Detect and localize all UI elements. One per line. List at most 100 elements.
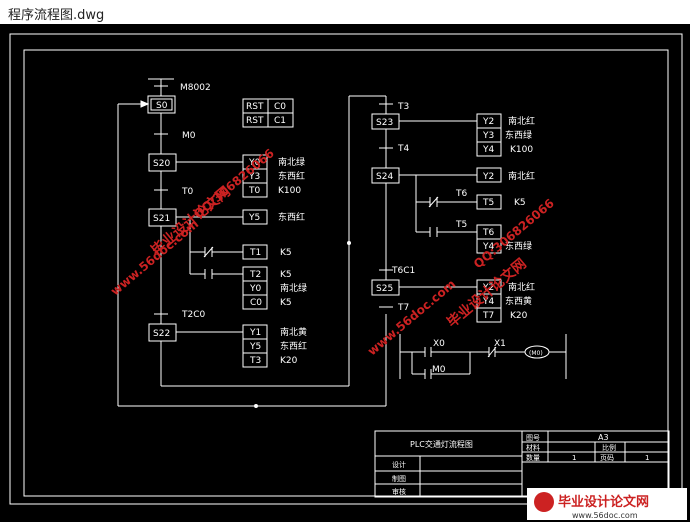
y4b-box bbox=[476, 238, 502, 254]
s22-out-3-label: T3 bbox=[249, 356, 261, 366]
s20-out-3-desc: K100 bbox=[278, 186, 301, 196]
s23-out-1-desc: 南北红 bbox=[508, 115, 535, 127]
m8002-label: M8002 bbox=[180, 83, 211, 93]
t1-box bbox=[242, 244, 268, 260]
y4b-desc: 东西绿 bbox=[505, 240, 532, 252]
s22-out-1-label: Y1 bbox=[249, 328, 261, 338]
s23-out-1-label: Y2 bbox=[482, 117, 494, 127]
s23-out-3-label: Y4 bbox=[482, 145, 494, 155]
s23-out-2-desc: 东西绿 bbox=[505, 129, 532, 141]
rst-label-1: RST bbox=[246, 102, 264, 112]
s25-label: S25 bbox=[376, 284, 393, 294]
bus-dot bbox=[347, 241, 351, 245]
s20-out-3-label: T0 bbox=[248, 186, 260, 196]
footer-logo-mark bbox=[534, 492, 554, 512]
t2c0-label: T2C0 bbox=[181, 310, 206, 320]
s20-label: S20 bbox=[153, 159, 170, 169]
m0-contact-label: M0 bbox=[432, 365, 446, 375]
m0-coil-label: (M0) bbox=[529, 350, 543, 357]
s21-out-label: Y5 bbox=[248, 213, 260, 223]
s21-out-box bbox=[242, 209, 268, 225]
s25-out-1-desc: 南北红 bbox=[508, 281, 535, 293]
inner-frame bbox=[23, 49, 669, 497]
window-titlebar: 程序流程图.dwg bbox=[0, 0, 690, 25]
s24-label: S24 bbox=[376, 172, 393, 182]
t7-label: T7 bbox=[397, 303, 409, 313]
s0-label: S0 bbox=[156, 101, 168, 111]
t5a-box bbox=[476, 194, 502, 210]
s24-out-box bbox=[476, 167, 502, 183]
tb-drawing-name: PLC交通灯流程图 bbox=[410, 439, 473, 449]
s20-out-3 bbox=[242, 182, 268, 198]
outer-frame bbox=[9, 33, 683, 505]
t5-contact-label: T5 bbox=[455, 220, 467, 230]
y0b-desc: 南北绿 bbox=[280, 282, 307, 294]
t0-transition-label: T0 bbox=[181, 187, 193, 197]
s21-out-desc: 东西红 bbox=[278, 211, 305, 223]
s24-out-desc: 南北红 bbox=[508, 170, 535, 182]
rst-target-1: C0 bbox=[274, 102, 286, 112]
s20-out-2-desc: 东西红 bbox=[278, 170, 305, 182]
s22-out-3-desc: K20 bbox=[280, 356, 298, 366]
footer-logo-site: www.56doc.com bbox=[572, 511, 638, 520]
s23-out-2-label: Y3 bbox=[482, 131, 494, 141]
t1-label: T1 bbox=[249, 248, 261, 258]
tb-r2-label: 材料 bbox=[526, 443, 540, 452]
t6c1-label: T6C1 bbox=[391, 266, 415, 276]
rst-target-2: C1 bbox=[274, 116, 286, 126]
s22-out-2-desc: 东西红 bbox=[280, 340, 307, 352]
tb-r3-page-label: 页码 bbox=[600, 454, 614, 462]
tb-r1-value: A3 bbox=[598, 433, 609, 442]
loop-arrow bbox=[140, 100, 150, 108]
tb-review: 审核 bbox=[392, 487, 406, 496]
c0-k: K5 bbox=[280, 298, 292, 308]
m0-transition-label: M0 bbox=[182, 131, 196, 141]
tb-r1-label: 图号 bbox=[526, 434, 540, 442]
flowchart-svg: M8002 S0 RST RST C0 C1 M0 S20 Y0 Y3 bbox=[9, 33, 687, 520]
s0-inner-box bbox=[150, 98, 173, 111]
x0-label: X0 bbox=[433, 339, 445, 349]
title-block: PLC交通灯流程图 图号 A3 材料 比例 数量 1 页码 1 设计 制图 审核 bbox=[374, 430, 670, 498]
tb-r3-page: 1 bbox=[645, 454, 649, 462]
footer-logo: 毕业设计论文网 www.56doc.com bbox=[527, 488, 687, 520]
s25-out-2-label: Y4 bbox=[482, 297, 494, 307]
t3-label: T3 bbox=[397, 102, 409, 112]
t6b-label: T6 bbox=[482, 228, 494, 238]
footer-logo-name: 毕业设计论文网 bbox=[558, 494, 649, 510]
x1-contact-slash bbox=[487, 346, 497, 358]
s22-out-1-desc: 南北黄 bbox=[280, 326, 307, 338]
s22-out-3 bbox=[242, 352, 268, 368]
t5a-k: K5 bbox=[514, 198, 526, 208]
t6-contact-slash bbox=[428, 196, 439, 208]
rst-label-2: RST bbox=[246, 116, 264, 126]
s23-out-3-desc: K100 bbox=[510, 145, 533, 155]
c0-box bbox=[242, 294, 268, 310]
s20-out-2-label: Y3 bbox=[248, 172, 260, 182]
s25-out-3-label: T7 bbox=[482, 311, 494, 321]
t1-k: K5 bbox=[280, 248, 292, 258]
t2-k: K5 bbox=[280, 270, 292, 280]
s22-label: S22 bbox=[153, 329, 170, 339]
s25-out-1-label: Y2 bbox=[482, 283, 494, 293]
s25-out-2-desc: 东西黄 bbox=[505, 295, 532, 307]
c0-label: C0 bbox=[250, 298, 262, 308]
window-title: 程序流程图.dwg bbox=[8, 8, 105, 23]
t4-label: T4 bbox=[397, 144, 409, 154]
x1-label: X1 bbox=[494, 339, 506, 349]
s23-label: S23 bbox=[376, 118, 393, 128]
s23-out-3 bbox=[476, 141, 502, 157]
loop-dot bbox=[254, 404, 258, 408]
s22-out-2-label: Y5 bbox=[249, 342, 261, 352]
tb-r2-value: 比例 bbox=[602, 443, 616, 452]
t2-label: T2 bbox=[249, 270, 261, 280]
tb-draw: 制图 bbox=[392, 474, 406, 483]
t6-contact-label: T6 bbox=[455, 189, 467, 199]
t1-contact-slash bbox=[203, 246, 214, 258]
s25-out-3 bbox=[476, 307, 502, 323]
tb-r3-qty: 1 bbox=[572, 454, 576, 462]
y4b-label: Y4 bbox=[482, 242, 494, 252]
drawing-canvas[interactable]: M8002 S0 RST RST C0 C1 M0 S20 Y0 Y3 bbox=[0, 24, 690, 522]
y0b-label: Y0 bbox=[249, 284, 261, 294]
tb-r3-label: 数量 bbox=[526, 453, 540, 462]
